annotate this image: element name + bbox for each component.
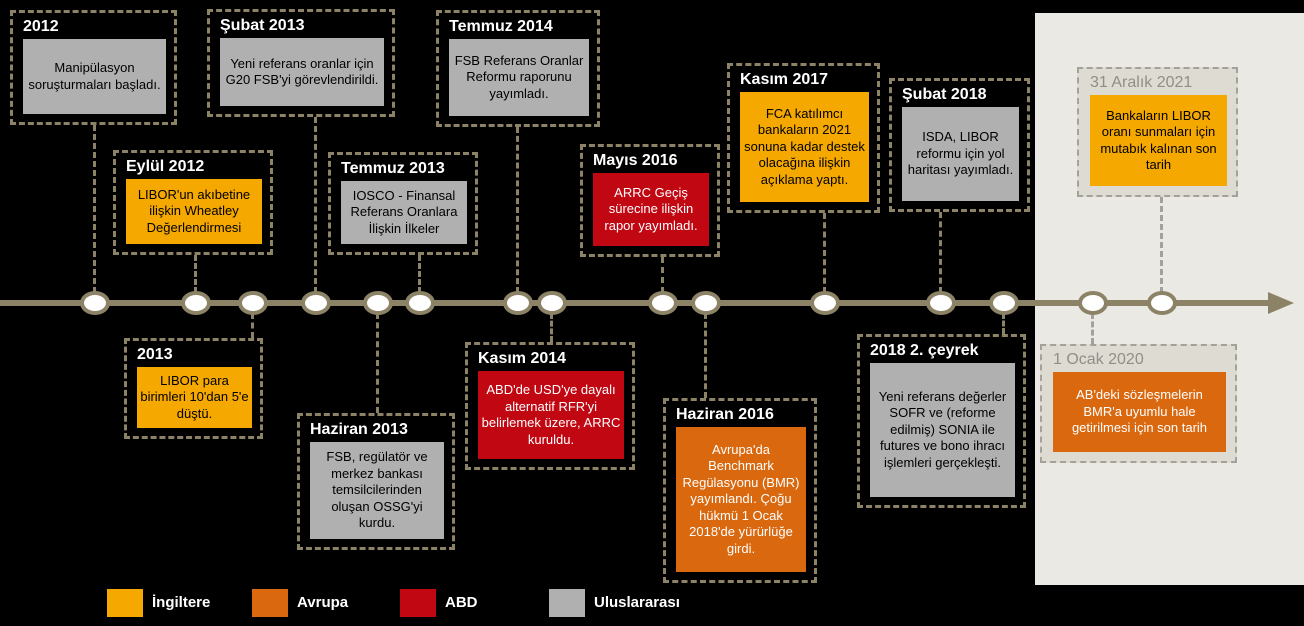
- legend-label-avrupa: Avrupa: [297, 594, 349, 611]
- event-date: 2012: [23, 18, 59, 35]
- timeline-node: [80, 291, 110, 315]
- event-date: Şubat 2018: [902, 86, 987, 103]
- connector-subat-2018: [939, 212, 942, 293]
- connector-haziran-2016: [704, 313, 707, 398]
- event-text: ABD'de USD'ye dayalı alternatif RFR'yi b…: [478, 371, 624, 459]
- event-haziran-2016: Haziran 2016 Avrupa'da Benchmark Regülas…: [663, 398, 817, 583]
- legend-swatch-abd: [400, 589, 436, 617]
- timeline-node: [989, 291, 1019, 315]
- connector-2012: [93, 125, 96, 293]
- connector-temmuz-2014: [516, 127, 519, 293]
- timeline-node: [181, 291, 211, 315]
- legend-label-uluslararasi: Uluslararası: [594, 594, 680, 611]
- legend-swatch-ingiltere: [107, 589, 143, 617]
- connector-subat-2013: [314, 117, 317, 293]
- timeline-arrow-icon: [1268, 292, 1294, 314]
- timeline-node: [926, 291, 956, 315]
- timeline-node: [537, 291, 567, 315]
- event-mayis-2016: Mayıs 2016 ARRC Geçiş sürecine ilişkin r…: [580, 144, 720, 257]
- event-text: FCA katılımcı bankaların 2021 sonuna kad…: [740, 92, 869, 202]
- event-eylul-2012: Eylül 2012 LIBOR'un akıbetine ilişkin Wh…: [113, 150, 273, 255]
- connector-mayis-2016: [661, 257, 664, 293]
- connector-kasim-2017: [823, 213, 826, 293]
- event-date: Mayıs 2016: [593, 152, 678, 169]
- event-text: LIBOR'un akıbetine ilişkin Wheatley Değe…: [126, 179, 262, 244]
- connector-1-ocak-2020: [1091, 313, 1094, 344]
- event-date: 31 Aralık 2021: [1090, 74, 1193, 91]
- event-text: Yeni referans oranlar için G20 FSB'yi gö…: [220, 38, 384, 106]
- event-subat-2013: Şubat 2013 Yeni referans oranlar için G2…: [207, 9, 395, 117]
- event-text: FSB Referans Oranlar Reformu raporunu ya…: [449, 39, 589, 116]
- event-date: Haziran 2013: [310, 421, 408, 438]
- connector-2013: [251, 313, 254, 338]
- event-date: 2013: [137, 346, 173, 363]
- event-date: Temmuz 2014: [449, 18, 553, 35]
- event-kasim-2014: Kasım 2014 ABD'de USD'ye dayalı alternat…: [465, 342, 635, 470]
- event-text: ISDA, LIBOR reformu için yol haritası ya…: [902, 107, 1019, 201]
- connector-kasim-2014: [550, 313, 553, 342]
- legend-swatch-avrupa: [252, 589, 288, 617]
- event-date: 1 Ocak 2020: [1053, 351, 1144, 368]
- connector-eylul-2012: [194, 255, 197, 293]
- timeline-node: [503, 291, 533, 315]
- timeline-node: [238, 291, 268, 315]
- event-date: Haziran 2016: [676, 406, 774, 423]
- event-1-ocak-2020: 1 Ocak 2020 AB'deki sözleşmelerin BMR'a …: [1040, 344, 1237, 463]
- event-temmuz-2014: Temmuz 2014 FSB Referans Oranlar Reformu…: [436, 10, 600, 127]
- event-text: FSB, regülatör ve merkez bankası temsilc…: [310, 442, 444, 539]
- connector-haziran-2013: [376, 313, 379, 413]
- legend-label-abd: ABD: [445, 594, 478, 611]
- event-haziran-2013: Haziran 2013 FSB, regülatör ve merkez ba…: [297, 413, 455, 550]
- event-date: Eylül 2012: [126, 158, 205, 175]
- timeline-node: [301, 291, 331, 315]
- event-2018-q2: 2018 2. çeyrek Yeni referans değerler SO…: [857, 334, 1026, 508]
- timeline-node: [691, 291, 721, 315]
- event-text: ARRC Geçiş sürecine ilişkin rapor yayıml…: [593, 173, 709, 246]
- timeline-node: [648, 291, 678, 315]
- timeline-node: [810, 291, 840, 315]
- legend-swatch-uluslararasi: [549, 589, 585, 617]
- event-date: 2018 2. çeyrek: [870, 342, 979, 359]
- event-text: Bankaların LIBOR oranı sunmaları için mu…: [1090, 95, 1227, 186]
- event-text: IOSCO - Finansal Referans Oranlara İlişk…: [341, 181, 467, 244]
- event-temmuz-2013: Temmuz 2013 IOSCO - Finansal Referans Or…: [328, 152, 478, 255]
- timeline-node: [1078, 291, 1108, 315]
- event-text: Yeni referans değerler SOFR ve (reforme …: [870, 363, 1015, 497]
- event-text: Avrupa'da Benchmark Regülasyonu (BMR) ya…: [676, 427, 806, 572]
- event-text: AB'deki sözleşmelerin BMR'a uyumlu hale …: [1053, 372, 1226, 452]
- connector-31-aralik-2021: [1160, 197, 1163, 293]
- timeline-node: [1147, 291, 1177, 315]
- event-text: Manipülasyon soruşturmaları başladı.: [23, 39, 166, 114]
- legend-label-ingiltere: İngiltere: [152, 594, 211, 611]
- event-date: Temmuz 2013: [341, 160, 445, 177]
- event-text: LIBOR para birimleri 10'dan 5'e düştü.: [137, 367, 252, 428]
- event-2013: 2013 LIBOR para birimleri 10'dan 5'e düş…: [124, 338, 263, 439]
- timeline-node: [405, 291, 435, 315]
- event-subat-2018: Şubat 2018 ISDA, LIBOR reformu için yol …: [889, 78, 1030, 212]
- event-31-aralik-2021: 31 Aralık 2021 Bankaların LIBOR oranı su…: [1077, 67, 1238, 197]
- event-date: Kasım 2017: [740, 71, 829, 88]
- event-kasim-2017: Kasım 2017 FCA katılımcı bankaların 2021…: [727, 63, 880, 213]
- connector-2018-q2: [1002, 313, 1005, 334]
- event-2012: 2012 Manipülasyon soruşturmaları başladı…: [10, 10, 177, 125]
- timeline-axis: [0, 300, 1270, 306]
- connector-temmuz-2013: [418, 255, 421, 293]
- event-date: Şubat 2013: [220, 17, 305, 34]
- timeline-node: [363, 291, 393, 315]
- event-date: Kasım 2014: [478, 350, 567, 367]
